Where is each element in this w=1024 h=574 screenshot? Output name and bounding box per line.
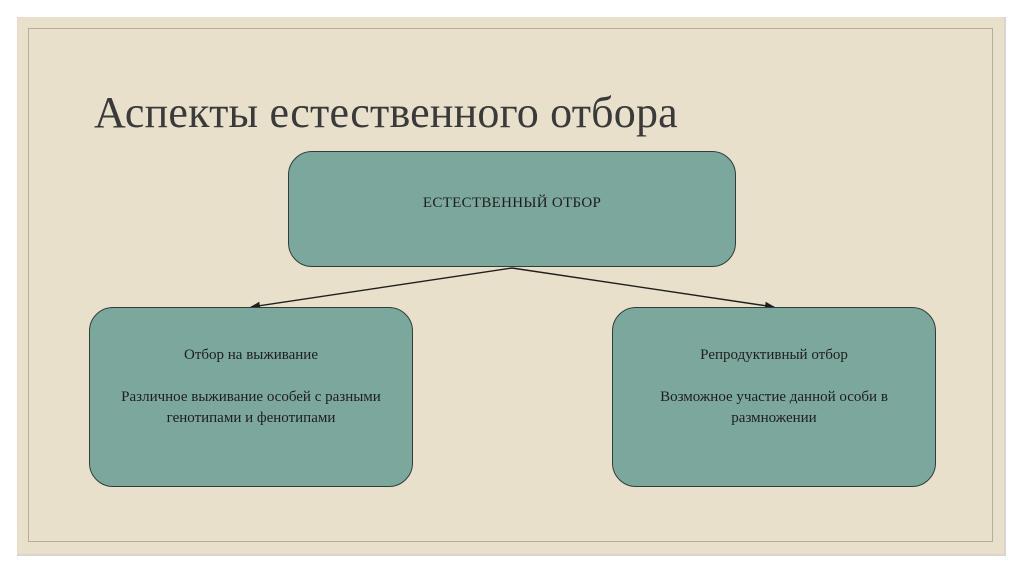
child-node-heading: Репродуктивный отбор — [700, 347, 848, 363]
slide-title: Аспекты естественного отбора — [94, 88, 678, 137]
root-node-label: ЕСТЕСТВЕННЫЙ ОТБОР — [422, 194, 602, 211]
child-node-description: Различное выживание особей с разными ген… — [121, 389, 381, 426]
slide: Аспекты естественного отбора ЕСТЕСТВЕННЫ… — [17, 17, 1006, 556]
child-node-description: Возможное участие данной особи в размнож… — [660, 389, 888, 426]
child-node-survival: Отбор на выживание Различное выживание о… — [89, 307, 413, 487]
slide-frame — [28, 28, 993, 542]
root-node: ЕСТЕСТВЕННЫЙ ОТБОР — [288, 151, 736, 267]
child-node-reproductive: Репродуктивный отбор Возможное участие д… — [612, 307, 936, 487]
child-node-heading: Отбор на выживание — [183, 347, 318, 363]
